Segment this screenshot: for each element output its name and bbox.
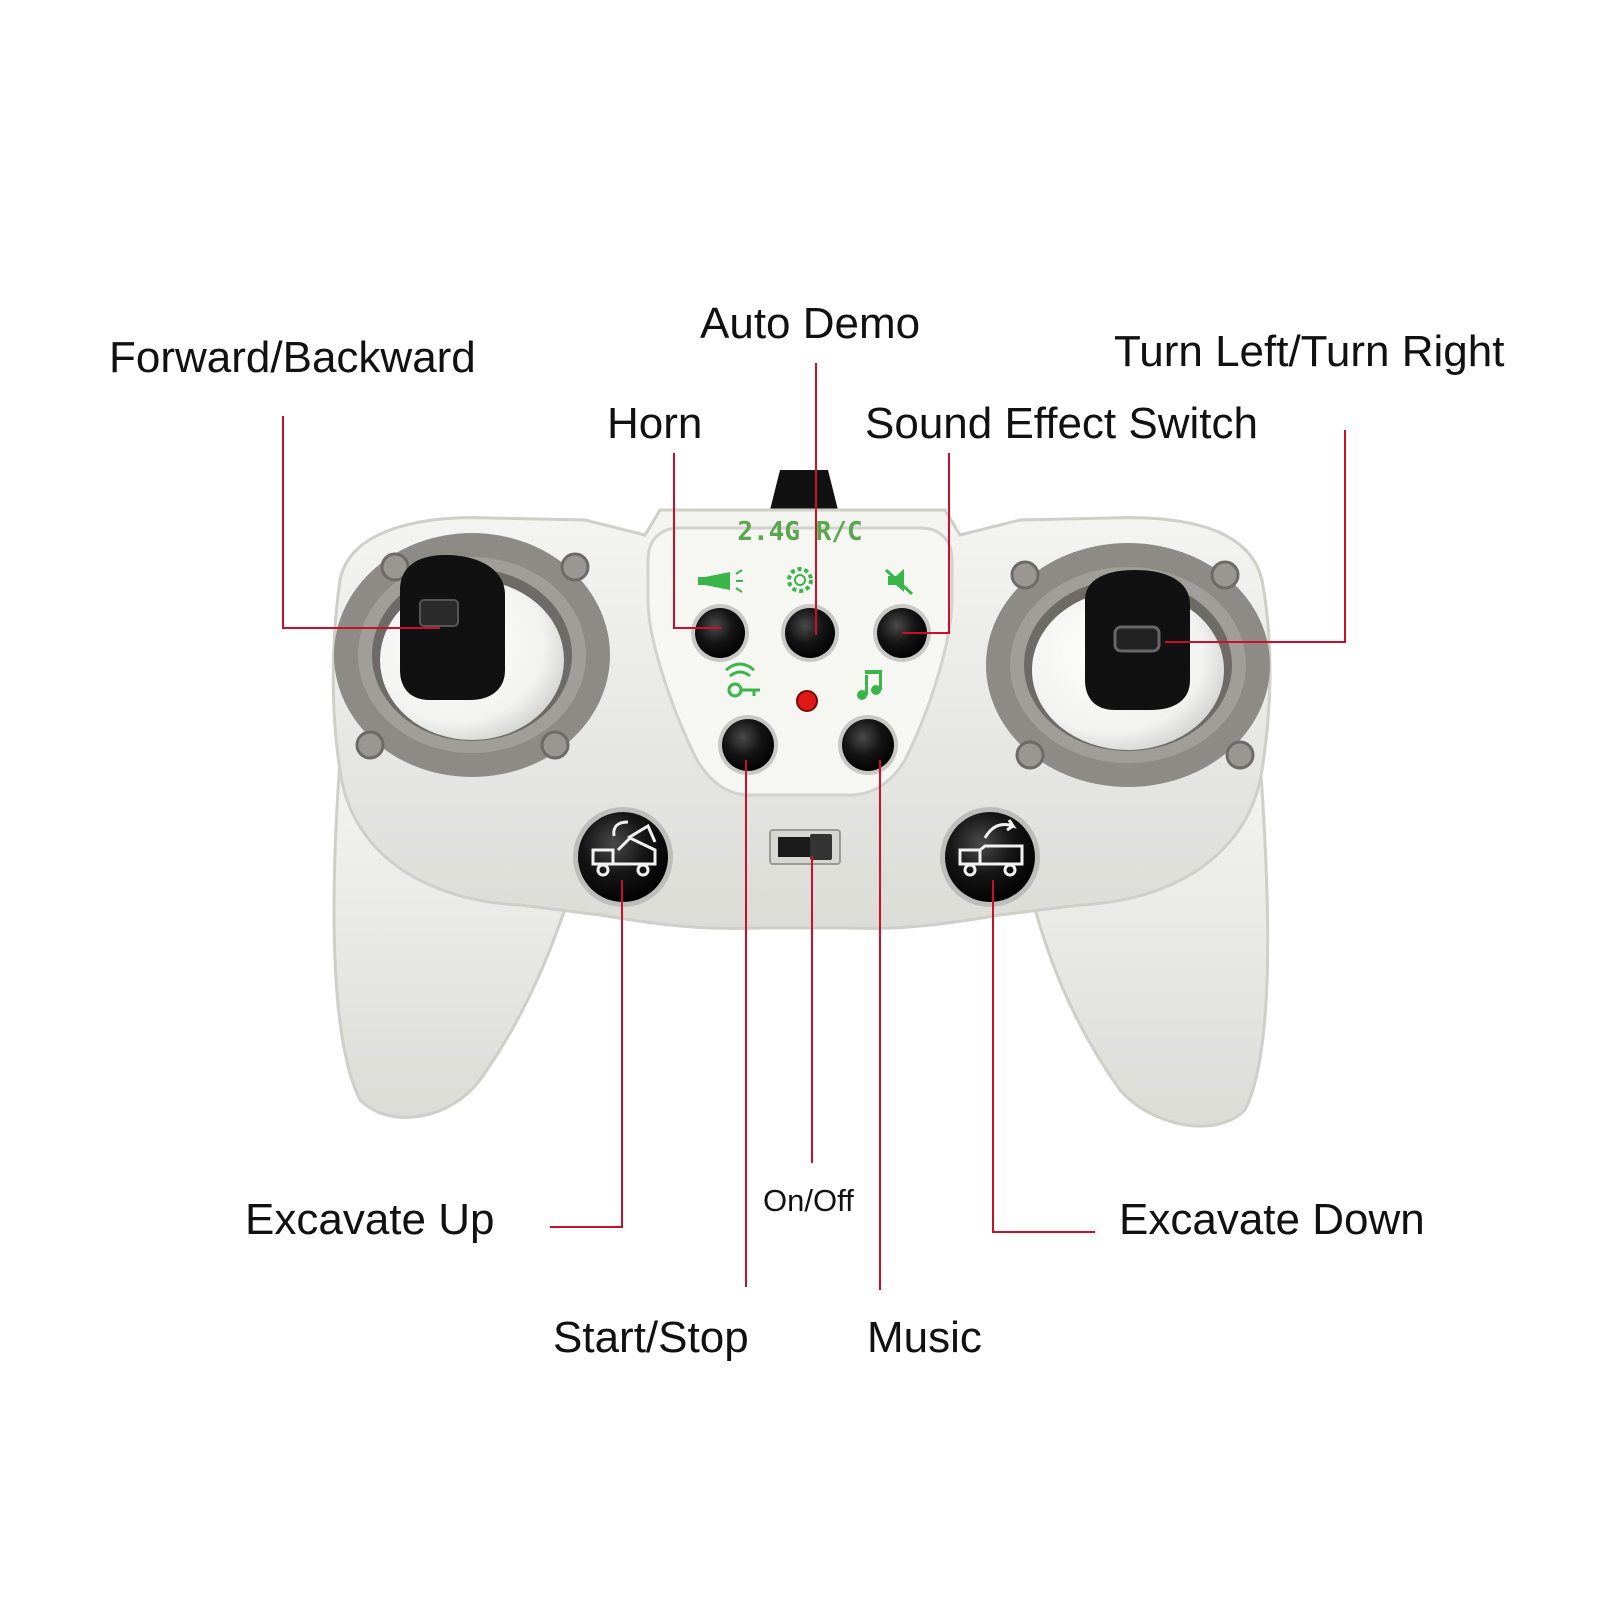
label-excavate-up: Excavate Up <box>245 1195 495 1244</box>
right-joystick[interactable] <box>1085 570 1190 710</box>
leader-line-sound-switch <box>902 453 950 634</box>
auto-demo-button[interactable] <box>781 604 839 662</box>
label-horn: Horn <box>607 399 703 448</box>
mute-speaker-icon <box>884 568 914 596</box>
indicator-led <box>796 690 818 712</box>
label-auto-demo: Auto Demo <box>700 299 921 348</box>
leader-line-horn <box>673 453 722 629</box>
left-joystick[interactable] <box>400 555 505 700</box>
label-start-stop: Start/Stop <box>553 1313 749 1362</box>
label-excavate-down: Excavate Down <box>1119 1195 1425 1244</box>
leader-line-forward-backward <box>282 416 440 629</box>
dump-truck-raise-icon <box>591 820 657 877</box>
key-signal-icon <box>725 662 760 698</box>
label-sound-effect-switch: Sound Effect Switch <box>865 399 1258 448</box>
power-switch[interactable] <box>769 829 841 865</box>
music-button[interactable] <box>838 715 898 775</box>
trumpet-icon <box>698 569 743 593</box>
music-note-icon <box>857 670 882 700</box>
label-on-off: On/Off <box>763 1183 854 1218</box>
horn-button[interactable] <box>691 604 749 662</box>
leader-line-excavate-down <box>992 880 1095 1233</box>
leader-line-excavate-up <box>550 880 623 1228</box>
label-turn-left-right: Turn Left/Turn Right <box>1114 327 1505 376</box>
start-stop-button[interactable] <box>718 715 778 775</box>
excavate-up-button[interactable] <box>573 807 673 907</box>
leader-line-turn <box>1165 430 1346 643</box>
dump-truck-lower-icon <box>958 819 1024 877</box>
label-music: Music <box>867 1313 982 1362</box>
label-forward-backward: Forward/Backward <box>109 333 476 382</box>
excavate-down-button[interactable] <box>940 807 1040 907</box>
gear-icon <box>787 567 813 593</box>
model-text: 2.4G R/C <box>737 517 862 547</box>
